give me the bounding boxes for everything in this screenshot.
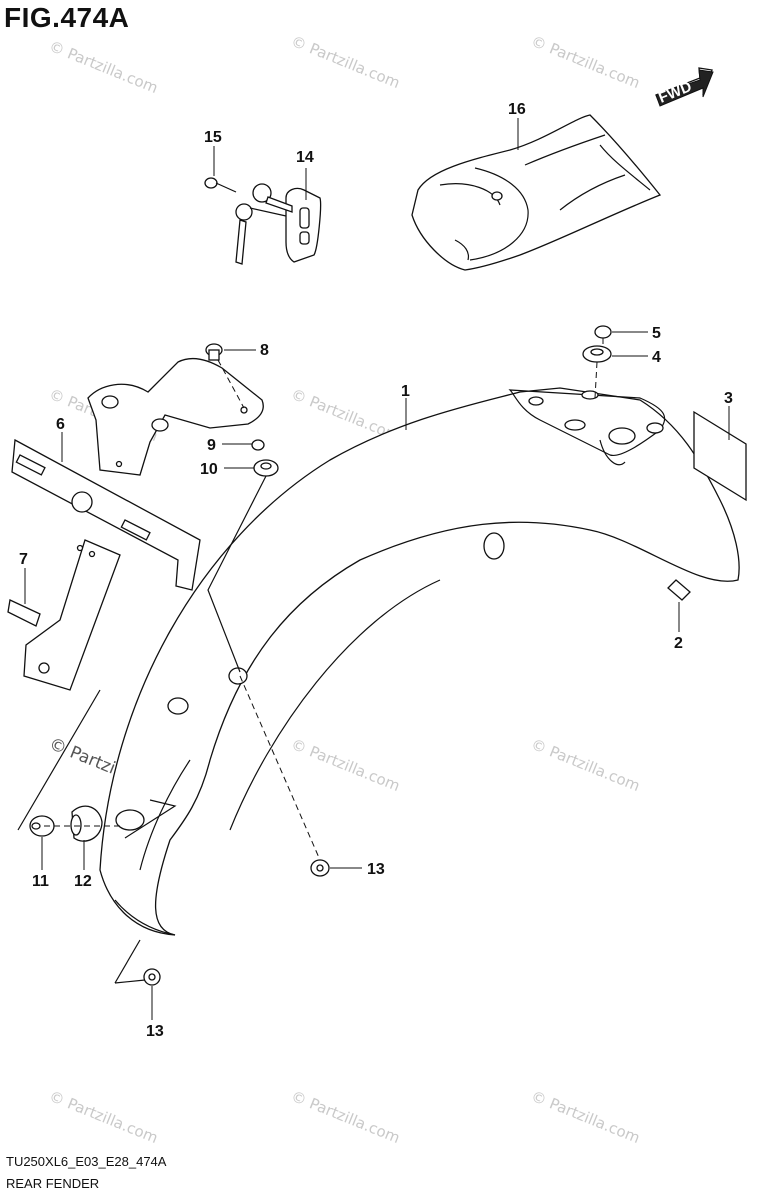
callout-5: 5 <box>652 325 661 342</box>
assembly-line <box>594 361 598 399</box>
screw-part <box>204 177 237 193</box>
watermark: © Partzilla.com <box>289 1087 403 1147</box>
grommet-lower-part <box>70 805 103 842</box>
tag-part <box>667 579 691 601</box>
assembly-line <box>207 475 267 673</box>
callout-16: 16 <box>508 101 526 118</box>
assembly-line <box>114 979 146 984</box>
callout-1: 1 <box>401 383 410 400</box>
watermark: © Partzilla.com <box>289 735 403 795</box>
fwd-arrow: FWD <box>655 67 714 107</box>
figure-title: FIG.474A <box>4 2 130 33</box>
watermark: © Partzilla.com <box>47 1087 161 1147</box>
collar-part <box>594 325 612 339</box>
watermark: © Partzilla.com <box>529 735 643 795</box>
assembly-line <box>124 799 177 839</box>
callout-9: 9 <box>207 437 216 454</box>
small-pad-part <box>7 599 41 627</box>
grommet-part <box>253 459 279 477</box>
seat-lock-part <box>235 183 322 265</box>
callout-13: 13 <box>146 1023 164 1040</box>
callout-15: 15 <box>204 129 222 146</box>
callout-7: 7 <box>19 551 28 568</box>
watermark: © Partzilla.com <box>47 37 161 97</box>
watermark: © Partzilla.com <box>289 32 403 92</box>
callout-13: 13 <box>367 861 385 878</box>
assembly-line <box>17 689 101 831</box>
bolt-part <box>205 343 223 361</box>
watermark: © Partzilla.com <box>529 32 643 92</box>
watermark: © Partzilla.com <box>529 1087 643 1147</box>
upper-grommet-part <box>582 345 612 363</box>
figure-code: TU250XL6_E03_E28_474A <box>6 1154 167 1169</box>
fwd-label: FWD <box>656 78 694 107</box>
seat-cover-part <box>411 114 662 271</box>
callout-8: 8 <box>260 342 269 359</box>
cushion-part <box>29 815 55 837</box>
nut-part <box>251 439 265 451</box>
callout-14: 14 <box>296 149 314 166</box>
callout-12: 12 <box>74 873 92 890</box>
clip-nut-part <box>310 859 330 877</box>
assembly-line <box>239 675 321 861</box>
callout-2: 2 <box>674 635 683 652</box>
clip-nut-part <box>143 968 161 986</box>
callout-4: 4 <box>652 349 661 366</box>
callout-6: 6 <box>56 416 65 433</box>
bracket-part <box>11 357 264 691</box>
rear-fender-part <box>99 387 740 936</box>
callout-10: 10 <box>200 461 218 478</box>
assembly-line <box>114 939 141 984</box>
figure-caption: REAR FENDER <box>6 1176 100 1191</box>
callout-3: 3 <box>724 390 733 407</box>
assembly-line <box>217 359 245 409</box>
callout-11: 11 <box>32 873 49 890</box>
